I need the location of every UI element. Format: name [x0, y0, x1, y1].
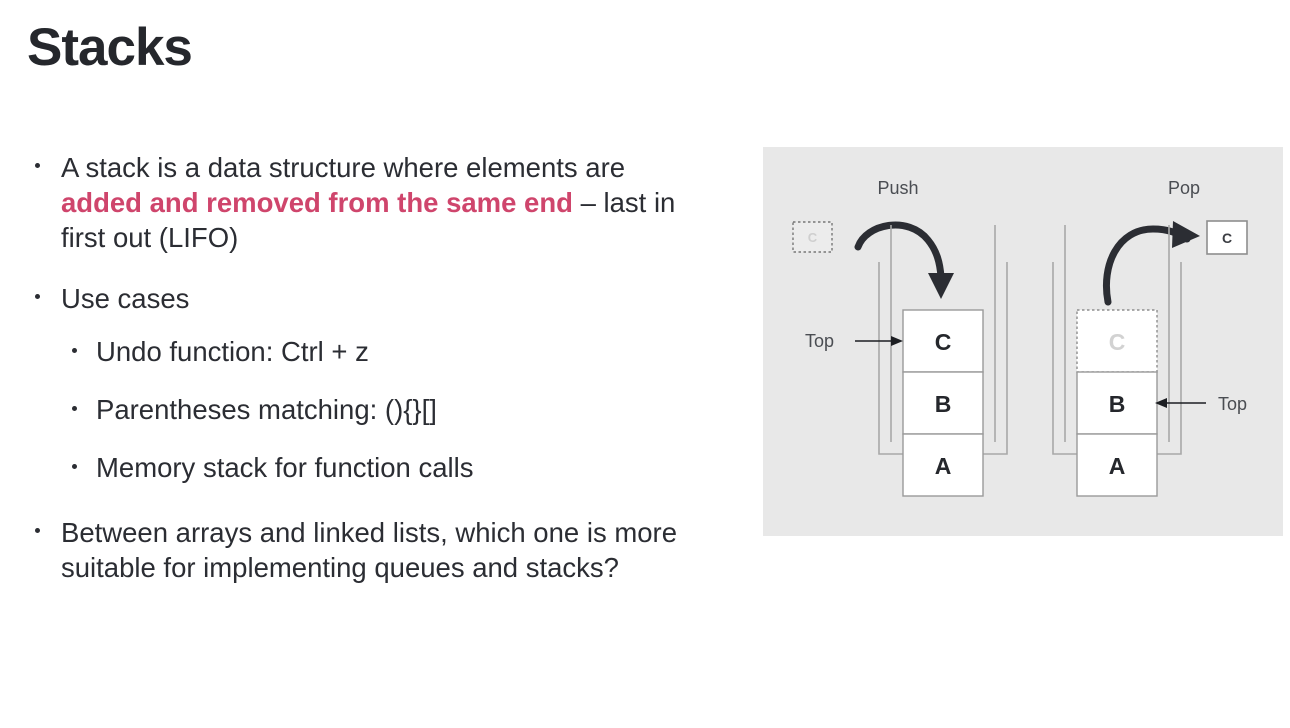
push-stack-label-a: A	[935, 453, 952, 479]
plain-text: A stack is a data structure where elemen…	[61, 152, 626, 183]
pop-top-pointer: Top	[1155, 394, 1247, 414]
pop-top-arrowhead-icon	[1155, 398, 1167, 408]
pop-top-label: Top	[1218, 394, 1247, 414]
sub-bullet-dot	[72, 406, 77, 411]
sub-bullet-undo: Undo function: Ctrl + z	[30, 334, 710, 369]
pop-stack-label-b: B	[1109, 391, 1126, 417]
pop-stack-label-a: A	[1109, 453, 1126, 479]
pop-stack-items: C B A	[1076, 309, 1158, 497]
sub-bullet-dot	[72, 348, 77, 353]
sub-bullet-parentheses: Parentheses matching: (){}[]	[30, 392, 710, 427]
pop-arrow-icon	[1103, 221, 1200, 306]
push-top-pointer: Top	[805, 331, 903, 351]
bullet-use-cases-text: Use cases	[30, 281, 710, 316]
bullet-definition-text: A stack is a data structure where elemen…	[30, 150, 710, 255]
highlighted-text: added and removed from the same end	[61, 187, 573, 218]
pop-outgoing-item-box: C	[1206, 220, 1248, 255]
bullet-question-text: Between arrays and linked lists, which o…	[30, 515, 710, 585]
bullet-dot	[35, 294, 40, 299]
sub-bullet-list: Undo function: Ctrl + z Parentheses matc…	[30, 334, 710, 485]
sub-bullet-memory-stack: Memory stack for function calls	[30, 450, 710, 485]
pop-stack-box-c-removed	[1076, 309, 1158, 373]
push-stack-box-a	[902, 433, 984, 497]
push-stack-label-c: C	[935, 329, 952, 355]
push-top-label: Top	[805, 331, 834, 351]
bullet-list: A stack is a data structure where elemen…	[30, 150, 710, 611]
bullet-definition: A stack is a data structure where elemen…	[30, 150, 710, 255]
push-stack-box-c	[902, 309, 984, 373]
plain-text: – last in first out (LIFO)	[61, 187, 676, 253]
push-incoming-item-label: C	[808, 230, 818, 245]
push-incoming-item-box: C	[792, 221, 833, 253]
page-title: Stacks	[27, 18, 193, 77]
pop-outgoing-item-label: C	[1222, 230, 1232, 246]
push-top-arrowhead-icon	[891, 336, 903, 346]
stack-diagram: Push C C B A Top	[763, 147, 1283, 536]
bullet-dot	[35, 528, 40, 533]
push-incoming-box-outline	[792, 221, 833, 253]
pop-stack-box-a	[1076, 433, 1158, 497]
push-stack-items: C B A	[902, 309, 984, 497]
sub-bullet-dot	[72, 464, 77, 469]
pop-label: Pop	[1168, 178, 1200, 198]
bullet-use-cases: Use cases	[30, 281, 710, 316]
push-stack-box-b	[902, 371, 984, 435]
bullet-definition-richtext: A stack is a data structure where elemen…	[61, 152, 675, 253]
pop-stack-label-c-removed: C	[1109, 329, 1126, 355]
push-arrow-icon	[854, 221, 954, 299]
bullet-question: Between arrays and linked lists, which o…	[30, 515, 710, 585]
pop-outgoing-box-outline	[1206, 220, 1248, 255]
push-stack-label-b: B	[935, 391, 952, 417]
push-label: Push	[877, 178, 918, 198]
bullet-dot	[35, 163, 40, 168]
